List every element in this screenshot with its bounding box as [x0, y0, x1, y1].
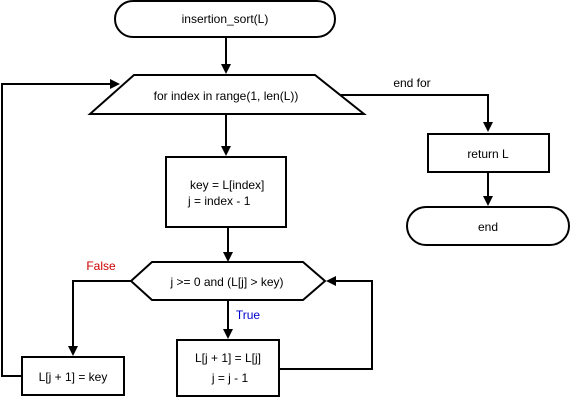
- edge-condition-to-shift: [223, 300, 233, 339]
- start-label: insertion_sort(L): [182, 12, 269, 26]
- edge-start-to-loop: [221, 37, 231, 74]
- condition-label: j >= 0 and (L[j] > key): [169, 275, 283, 289]
- insert-node: L[j + 1] = key: [21, 356, 125, 396]
- edge-label-false: False: [86, 259, 116, 273]
- shift-line-1: L[j + 1] = L[j]: [195, 351, 261, 365]
- init-line-2: j = index - 1: [187, 194, 251, 208]
- shift-node: L[j + 1] = L[j] j = j - 1: [176, 339, 280, 397]
- shift-line-2: j = j - 1: [211, 371, 249, 385]
- loop-node: for index in range(1, len(L)): [87, 74, 367, 115]
- edge-label-end-for: end for: [393, 76, 430, 90]
- edge-label-true: True: [236, 308, 261, 322]
- insert-label: L[j + 1] = key: [39, 370, 108, 384]
- loop-label: for index in range(1, len(L)): [154, 89, 299, 103]
- condition-node: j >= 0 and (L[j] > key): [129, 261, 327, 301]
- return-node: return L: [427, 133, 550, 173]
- edge-init-to-condition: [223, 227, 233, 262]
- edge-condition-to-insert: [68, 280, 132, 356]
- end-node: end: [406, 206, 570, 246]
- return-label: return L: [467, 147, 509, 161]
- edge-shift-loop-back: [280, 276, 373, 370]
- edge-loop-to-init: [221, 115, 231, 156]
- edge-return-to-end: [483, 173, 493, 206]
- edge-loop-to-return: [334, 94, 493, 132]
- end-label: end: [478, 220, 498, 234]
- init-line-1: key = L[index]: [190, 178, 264, 192]
- start-node: insertion_sort(L): [114, 0, 336, 38]
- init-node: key = L[index] j = index - 1: [165, 156, 287, 228]
- edge-insert-back-to-loop: [1, 79, 120, 377]
